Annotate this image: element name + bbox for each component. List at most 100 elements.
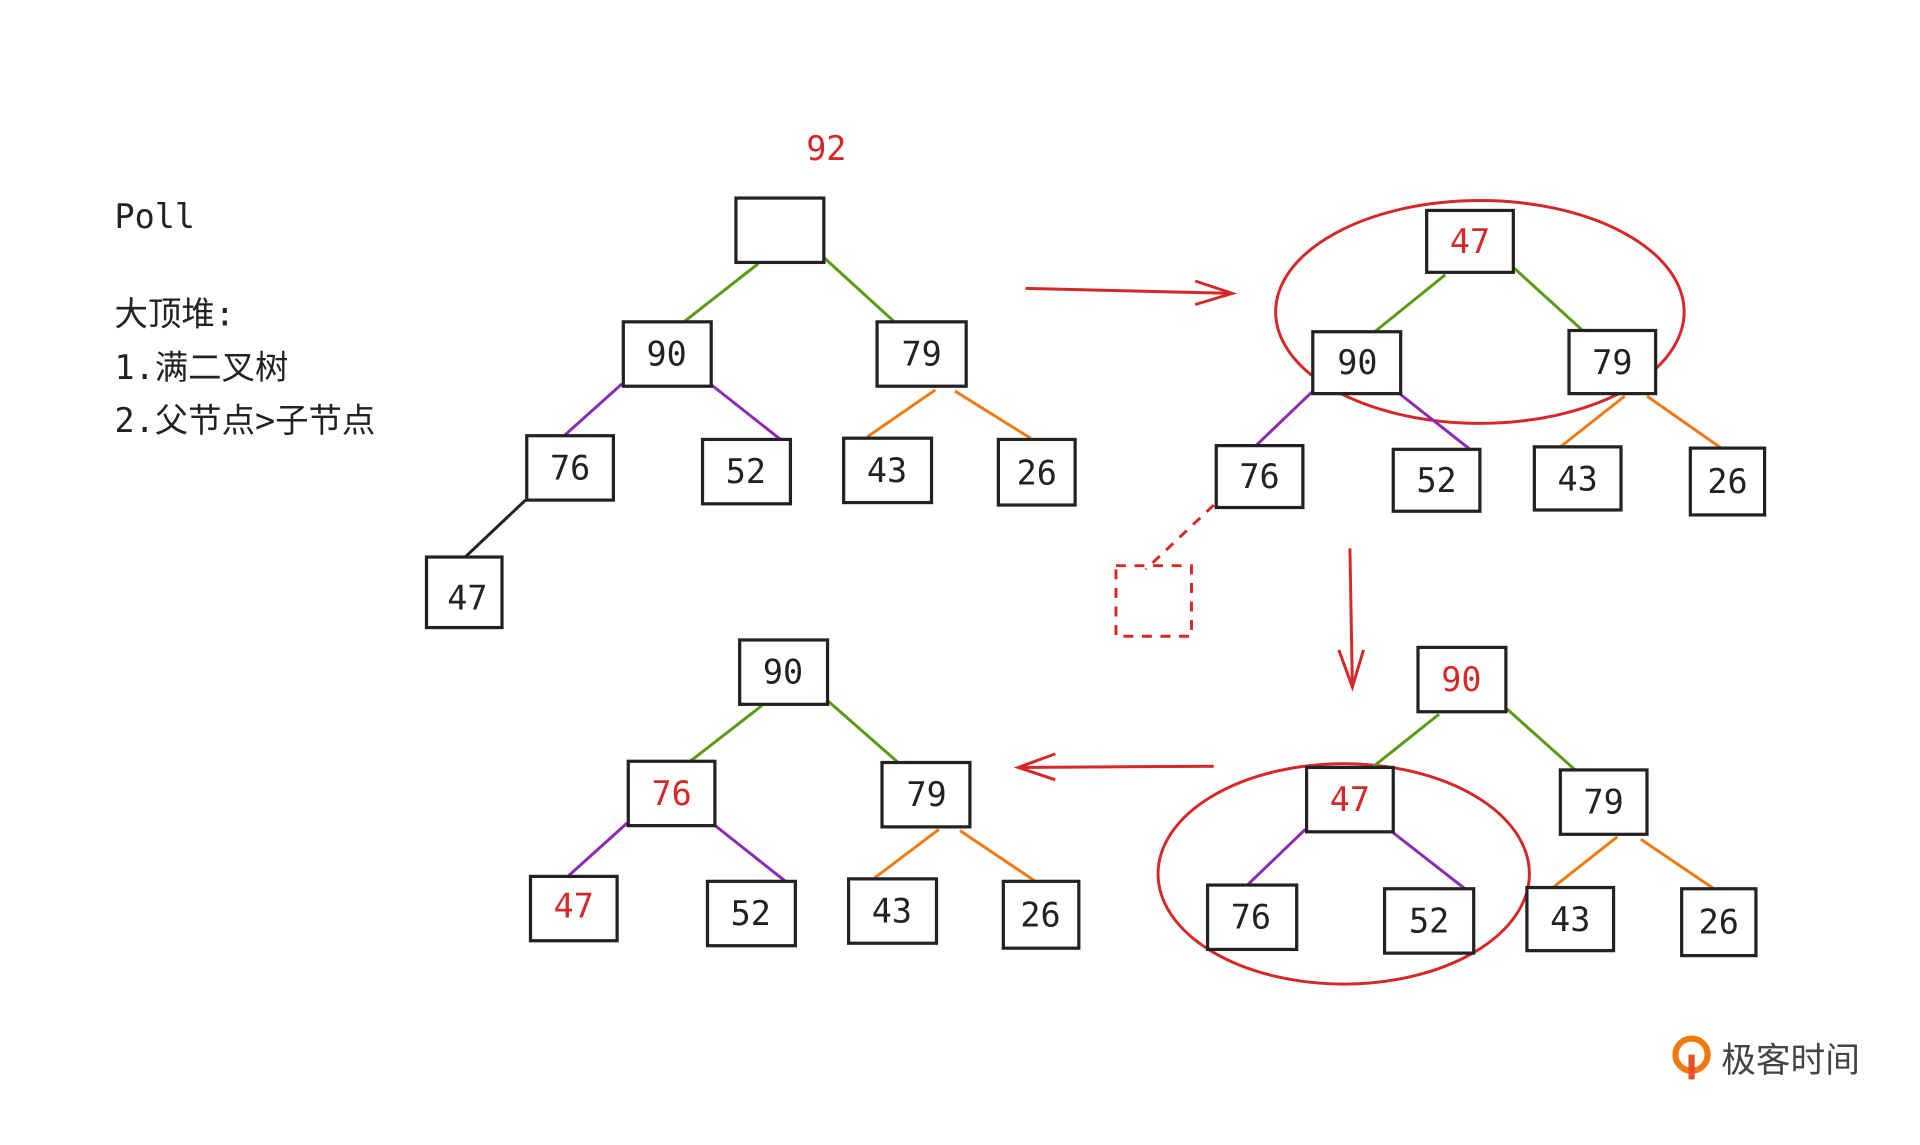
svg-text:90: 90 [647,335,687,374]
arrow-left [1013,752,1214,782]
svg-text:52: 52 [1416,461,1456,500]
svg-text:90: 90 [1441,660,1481,699]
removed-value: 92 [806,129,846,168]
svg-text:90: 90 [763,653,803,692]
edge [822,256,896,323]
edge [1552,835,1619,889]
node: 52 [700,437,793,506]
edge [826,699,900,764]
node: 52 [1382,887,1476,955]
svg-text:47: 47 [554,887,594,926]
svg-text:43: 43 [1558,460,1598,499]
node: 90 [738,638,830,706]
edge [1243,828,1307,889]
edge [457,499,527,565]
edge [1646,394,1723,450]
node: 26 [1680,887,1758,958]
edge [872,828,940,881]
edge [1373,273,1447,333]
edge [689,704,763,763]
edge [1504,706,1577,772]
svg-text:79: 79 [1584,783,1624,822]
svg-text:52: 52 [731,894,771,933]
node: 76 [1214,444,1305,510]
node: 47 [1425,208,1515,274]
edge [1252,390,1314,450]
svg-text:26: 26 [1020,895,1060,934]
node: 43 [1525,885,1616,953]
tree-4-result: 90 76 79 47 52 43 26 [528,638,1081,950]
node: 79 [1567,328,1658,396]
svg-text:52: 52 [1409,901,1449,940]
edge [712,823,787,883]
edge [1371,713,1440,769]
node: 79 [875,320,968,388]
svg-text:76: 76 [550,448,590,487]
svg-text:52: 52 [726,452,766,491]
tree-1-initial: 92 90 79 76 52 43 26 47 [424,129,1077,630]
edge [564,822,629,880]
svg-text:43: 43 [1550,900,1590,939]
svg-text:47: 47 [1330,780,1370,819]
svg-text:76: 76 [651,774,691,813]
note-line-1: 大顶堆: [115,295,235,334]
svg-text:76: 76 [1231,898,1271,937]
empty-root-node [734,196,826,265]
node: 76 [1205,883,1299,952]
node: 90 [621,320,713,388]
edge [1398,392,1471,451]
highlight-ellipse [1274,199,1686,425]
node: 47 [528,874,619,943]
svg-text:76: 76 [1239,457,1279,496]
edge [683,262,760,324]
edge [1512,266,1584,332]
edge [866,388,937,439]
svg-text:90: 90 [1337,343,1377,382]
node: 43 [846,877,939,945]
svg-text:79: 79 [902,335,942,374]
node: 79 [1558,768,1649,836]
edge [560,382,624,440]
arrow-down [1337,548,1365,692]
edge [954,389,1032,440]
edge [1559,394,1626,449]
node: 47 [1304,765,1395,834]
svg-text:79: 79 [1592,343,1632,382]
node: 26 [1688,446,1767,517]
svg-text:26: 26 [1707,462,1747,501]
node: 43 [842,436,934,505]
removed-edge [1144,503,1215,571]
node: 79 [880,760,972,829]
edge [1639,838,1715,890]
svg-text:47: 47 [447,578,487,617]
svg-text:26: 26 [1017,453,1057,492]
svg-text:26: 26 [1699,903,1739,942]
node: 52 [1391,447,1482,513]
svg-text:43: 43 [872,892,912,931]
note-line-3: 2.父节点>子节点 [115,401,376,440]
node: 90 [1416,645,1508,714]
edge [709,382,782,441]
tree-3-sift-down: 90 47 79 76 52 43 26 [1156,645,1758,986]
svg-text:43: 43 [867,451,907,490]
edge [959,829,1037,883]
node: 43 [1532,445,1623,512]
note-line-2: 1.满二叉树 [115,348,289,387]
node: 90 [1311,330,1403,396]
logo: 极客时间 [1672,1035,1860,1081]
node: 76 [626,759,717,828]
node: 26 [996,437,1077,507]
node: 76 [525,434,616,502]
edge [1391,830,1466,890]
arrow-right [1025,279,1238,306]
logo-text: 极客时间 [1721,1041,1860,1081]
title-poll: Poll [115,197,195,236]
node: 47 [424,555,504,630]
node: 26 [1001,879,1081,950]
highlight-ellipse [1156,762,1531,986]
svg-text:79: 79 [906,775,946,814]
removed-slot [1114,564,1193,638]
svg-text:47: 47 [1450,222,1490,261]
tree-2-moved-last: 47 90 79 76 52 43 26 [1114,199,1767,638]
